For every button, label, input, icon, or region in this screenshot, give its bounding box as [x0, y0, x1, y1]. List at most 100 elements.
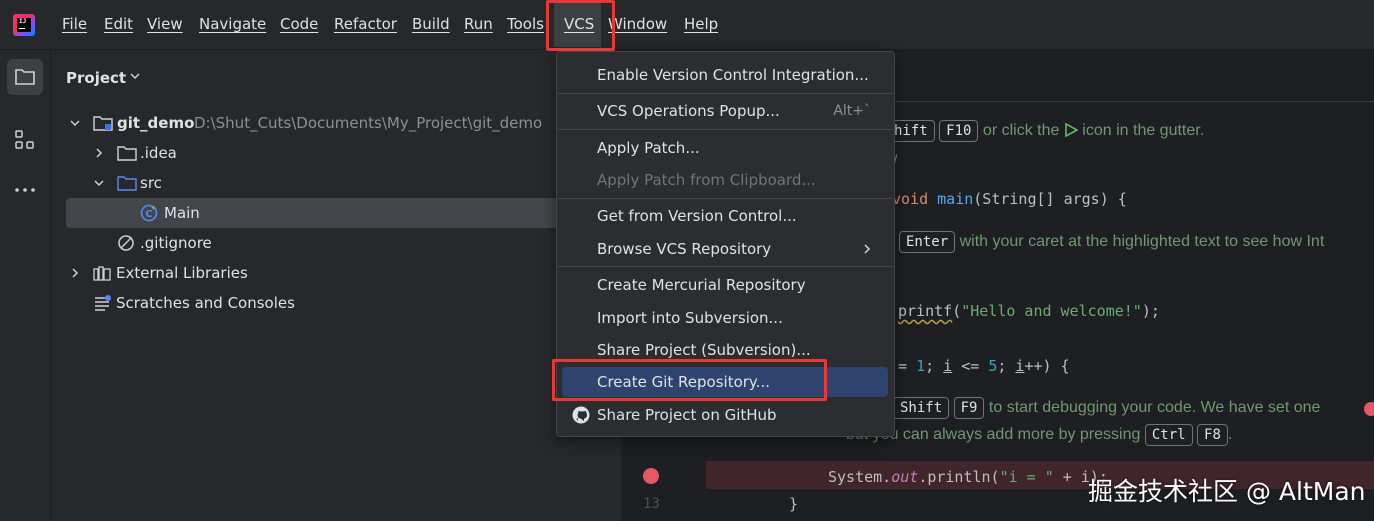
menu-item-label: Enable Version Control Integration... — [597, 66, 869, 84]
tree-item-git-demo[interactable]: git_demo D:\Shut_Cuts\Documents\My_Proje… — [51, 108, 621, 138]
kbd-shift: Shift — [893, 397, 950, 419]
intellij-logo-icon[interactable]: IJ — [13, 14, 35, 36]
code-text: ( — [952, 302, 962, 320]
tree-label: Main — [164, 204, 200, 222]
menu-help[interactable]: Help — [684, 15, 719, 33]
chevron-down-icon[interactable] — [129, 70, 141, 82]
doc-text: but you can always add more by pressing — [846, 426, 1141, 443]
menu-create-mercurial-repo[interactable]: Create Mercurial Repository — [561, 270, 891, 300]
menu-get-from-vcs[interactable]: Get from Version Control... — [561, 201, 891, 231]
menu-item-label: Share Project (Subversion)... — [597, 341, 811, 359]
menu-vcs-operations-popup[interactable]: VCS Operations Popup... Alt+` — [561, 96, 891, 126]
menu-code[interactable]: Code — [280, 15, 319, 33]
left-tool-strip — [0, 50, 51, 521]
doc-comment-line: Enter with your caret at the highlighted… — [899, 231, 1324, 253]
menu-item-label: VCS Operations Popup... — [597, 102, 780, 120]
tree-path: D:\Shut_Cuts\Documents\My_Project\git_de… — [194, 114, 543, 132]
menu-separator — [558, 266, 893, 267]
breakpoint-icon[interactable] — [642, 467, 660, 485]
menu-build[interactable]: Build — [412, 15, 450, 33]
menu-refactor[interactable]: Refactor — [334, 15, 397, 33]
code-number: 5 — [988, 357, 998, 375]
project-panel-title[interactable]: Project — [66, 69, 127, 87]
menu-edit[interactable]: Edit — [104, 15, 134, 33]
code-main-signature: void main(String[] args) { — [892, 190, 1127, 208]
module-folder-icon — [93, 116, 113, 131]
code-field: out — [891, 468, 919, 486]
menu-enable-vcs-integration[interactable]: Enable Version Control Integration... — [561, 60, 891, 90]
code-text: = — [898, 357, 917, 375]
line-number: 13 — [643, 496, 660, 512]
code-function: main — [937, 190, 974, 208]
code-keyword: void — [892, 190, 929, 208]
tree-item-src[interactable]: src — [51, 168, 621, 198]
menu-browse-vcs-repository[interactable]: Browse VCS Repository — [561, 234, 891, 264]
code-text: ; — [997, 357, 1016, 375]
menu-apply-patch[interactable]: Apply Patch... — [561, 133, 891, 163]
menu-tools[interactable]: Tools — [507, 15, 544, 33]
code-number: 1 — [916, 357, 926, 375]
chevron-down-icon[interactable] — [93, 177, 105, 189]
main-menu-bar: IJ File Edit View Navigate Code Refactor… — [0, 0, 1374, 50]
menu-apply-patch-from-clipboard[interactable]: Apply Patch from Clipboard... — [561, 165, 891, 195]
more-tools-button[interactable] — [7, 172, 43, 208]
menu-window[interactable]: Window — [608, 15, 668, 33]
code-string: "Hello and welcome!" — [961, 302, 1142, 320]
menu-file[interactable]: File — [62, 15, 88, 33]
more-horizontal-icon — [15, 188, 35, 192]
folder-icon — [117, 146, 137, 161]
menu-create-git-repository[interactable]: Create Git Repository... — [562, 367, 888, 397]
structure-tool-button[interactable] — [7, 122, 43, 158]
menu-view[interactable]: View — [147, 15, 183, 33]
menu-share-project-subversion[interactable]: Share Project (Subversion)... — [561, 335, 891, 365]
doc-text: icon in the gutter. — [1082, 122, 1205, 139]
vcs-menu-active-bg — [554, 3, 601, 47]
menu-navigate[interactable]: Navigate — [199, 15, 267, 33]
structure-icon — [15, 130, 34, 149]
library-icon — [93, 266, 111, 281]
menu-vcs[interactable]: VCS — [564, 15, 595, 33]
code-text: <= — [952, 357, 989, 375]
run-icon — [1065, 122, 1079, 138]
kbd-enter: Enter — [899, 231, 956, 253]
folder-icon — [15, 69, 35, 85]
menu-separator — [558, 198, 893, 199]
menu-import-into-subversion[interactable]: Import into Subversion... — [561, 303, 891, 333]
watermark-text: 掘金技术社区 @ AltMan — [1088, 477, 1366, 506]
code-for-loop: = 1; i <= 5; i++) { — [898, 357, 1070, 375]
java-class-icon: C — [140, 204, 158, 222]
svg-text:C: C — [145, 209, 152, 220]
doc-text: . — [1227, 426, 1233, 443]
menu-item-label: Create Mercurial Repository — [597, 276, 806, 294]
tree-label: .gitignore — [140, 234, 212, 252]
tree-item-scratches[interactable]: Scratches and Consoles — [51, 288, 621, 318]
menu-run[interactable]: Run — [464, 15, 493, 33]
chevron-right-icon[interactable] — [69, 267, 81, 279]
menu-item-label: Apply Patch from Clipboard... — [597, 171, 816, 189]
project-panel: Project git_demo D:\Shut_Cuts\Documents\… — [51, 50, 621, 521]
kbd-f10: F10 — [939, 120, 979, 142]
tree-item-main[interactable]: C Main — [66, 198, 621, 228]
chevron-right-icon[interactable] — [93, 147, 105, 159]
doc-comment-line: but you can always add more by pressing … — [846, 424, 1232, 446]
menu-share-project-on-github[interactable]: Share Project on GitHub — [561, 400, 891, 430]
menu-separator — [558, 129, 893, 130]
menu-item-label: Import into Subversion... — [597, 309, 783, 327]
code-text: System. — [828, 468, 892, 486]
kbd-ctrl: Ctrl — [1144, 424, 1193, 446]
kbd-f9: F9 — [953, 397, 985, 419]
breakpoint-icon — [1364, 402, 1374, 416]
code-string: "i = " — [999, 468, 1054, 486]
ignore-file-icon — [118, 235, 134, 251]
tree-item-idea[interactable]: .idea — [51, 138, 621, 168]
breakpoint-line-highlight — [706, 461, 1374, 489]
project-tool-button[interactable] — [7, 59, 43, 95]
code-text: ; — [925, 357, 944, 375]
tree-label: .idea — [140, 144, 177, 162]
code-variable: i — [943, 357, 953, 375]
tree-item-gitignore[interactable]: .gitignore — [51, 228, 621, 258]
tree-item-external-libraries[interactable]: External Libraries — [51, 258, 621, 288]
chevron-right-icon — [864, 244, 871, 254]
menu-item-label: Apply Patch... — [597, 139, 700, 157]
chevron-down-icon[interactable] — [69, 117, 81, 129]
